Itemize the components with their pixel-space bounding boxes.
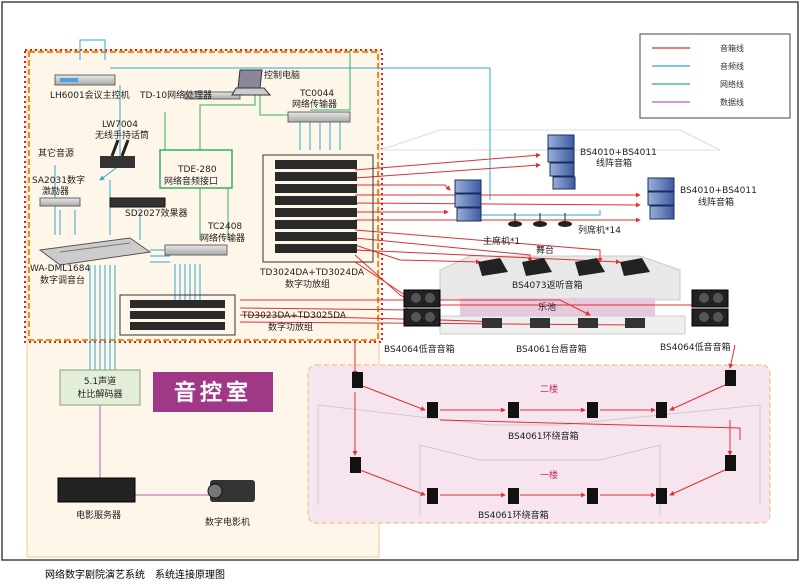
tde280-desc: 网络音频接口 — [164, 175, 218, 187]
mixer-console-icon — [38, 237, 152, 266]
tde280-model: TDE-280 — [177, 165, 217, 175]
orchestra-pit — [460, 298, 655, 316]
projector-icon — [207, 480, 255, 502]
decoder-model: 5.1声道 — [84, 375, 116, 387]
legend-audio-line: 音频线 — [720, 61, 744, 71]
other-source-label: 其它音源 — [38, 147, 74, 159]
projector-label: 数字电影机 — [205, 516, 250, 528]
audio-lines — [54, 39, 601, 380]
line-array-1-model: BS4010+BS4011 — [580, 148, 657, 158]
subwoofer-left-label: BS4064低音音箱 — [384, 343, 455, 355]
stage-lip-label: BS4061台唇音箱 — [516, 343, 587, 355]
diagram-caption: 网络数字剧院演艺系统 系统连接原理图 — [45, 568, 225, 581]
control-room-label: 音控室 — [174, 380, 252, 406]
mixer-desc: 数字调音台 — [40, 274, 85, 286]
tc0044-unit — [287, 111, 351, 123]
amp-group-1-model: TD3024DA+TD3024DA — [259, 268, 365, 278]
surround-1-label: BS4061环绕音箱 — [478, 509, 549, 521]
amp-group-2-desc: 数字功放组 — [268, 321, 313, 333]
sd2027-label: SD2027效果器 — [125, 207, 188, 219]
line-array-2-model: BS4010+BS4011 — [680, 186, 757, 196]
amp-rack-1-units — [275, 160, 357, 253]
hall-area — [307, 364, 771, 524]
film-server-unit — [57, 477, 136, 503]
legend-speaker-line: 音箱线 — [720, 43, 744, 53]
film-server-label: 电影服务器 — [76, 509, 121, 521]
floor-2-label: 二楼 — [540, 383, 558, 395]
pc-label: 控制电脑 — [264, 69, 300, 81]
tc0044-desc: 网络传输器 — [292, 98, 337, 110]
stage-label: 舞台 — [536, 244, 554, 256]
tc2408-desc: 网络传输器 — [200, 232, 245, 244]
lh6001-label: LH6001会议主控机 — [50, 89, 130, 101]
amp-rack-2 — [119, 294, 236, 336]
laptop-icon — [231, 69, 272, 96]
data-lines — [99, 405, 210, 496]
conference-mic-icons — [508, 213, 572, 227]
surround-2-label: BS4061环绕音箱 — [508, 430, 579, 442]
equipment-zone-orange — [28, 51, 379, 341]
equipment-zone-red — [24, 49, 383, 343]
sa2031-desc: 激励器 — [42, 185, 69, 197]
sa2031-unit — [39, 197, 81, 207]
subwoofer-right-label: BS4064低音音箱 — [660, 341, 731, 353]
amp-group-1-desc: 数字功放组 — [285, 278, 330, 290]
line-array-2-desc: 线阵音箱 — [698, 196, 734, 208]
legend-data-line: 数据线 — [720, 97, 744, 107]
line-array-speaker-left — [454, 179, 482, 222]
stage-ceiling — [379, 129, 721, 151]
tde280-box — [159, 149, 233, 189]
amp-group-2-model: TD3023DA+TD3025DA — [241, 311, 347, 321]
tc2408-model: TC2408 — [207, 222, 242, 232]
legend-box — [639, 33, 791, 119]
line-array-speaker-2 — [647, 177, 675, 220]
decoder-desc: 杜比解码器 — [77, 388, 122, 400]
surround-speakers-lower — [350, 455, 736, 504]
stage-front — [439, 315, 686, 335]
tc0044-model: TC0044 — [299, 89, 334, 99]
amp-rack-2-units — [130, 300, 225, 330]
orchestra-pit-label: 乐池 — [538, 301, 556, 313]
chairman-mic-label: 主席机*1 — [483, 235, 520, 247]
wireless-mic-icon — [100, 139, 135, 168]
line-array-speaker-1 — [547, 134, 576, 190]
lw7004-model: LW7004 — [102, 120, 138, 130]
tc2408-unit — [164, 244, 228, 256]
sd2027-unit — [109, 197, 166, 208]
control-room-badge — [153, 372, 273, 412]
delegate-mic-label: 列席机*14 — [578, 224, 621, 236]
legend-network-line: 网络线 — [720, 79, 744, 89]
td10-label: TD-10网络处理器 — [139, 89, 212, 101]
floor-1-label: 一楼 — [540, 469, 558, 481]
hall-outline-lower — [419, 444, 661, 515]
sa2031-model: SA2031数字 — [32, 174, 85, 186]
stage-lip-speakers — [482, 318, 645, 328]
subwoofer-left — [403, 289, 441, 327]
lw7004-desc: 无线手持话筒 — [95, 129, 149, 141]
surround-speakers-upper — [352, 370, 736, 418]
hall-outline-upper — [317, 404, 761, 505]
subwoofer-right — [691, 289, 729, 327]
line-array-1-desc: 线阵音箱 — [596, 157, 632, 169]
decoder-box — [59, 369, 141, 406]
monitor-speaker-label: BS4073返听音箱 — [512, 279, 583, 291]
mixer-model: WA-DML1684 — [30, 264, 91, 274]
monitor-speakers — [478, 258, 650, 276]
amp-rack-1 — [262, 154, 374, 263]
lh6001-unit — [54, 74, 116, 86]
